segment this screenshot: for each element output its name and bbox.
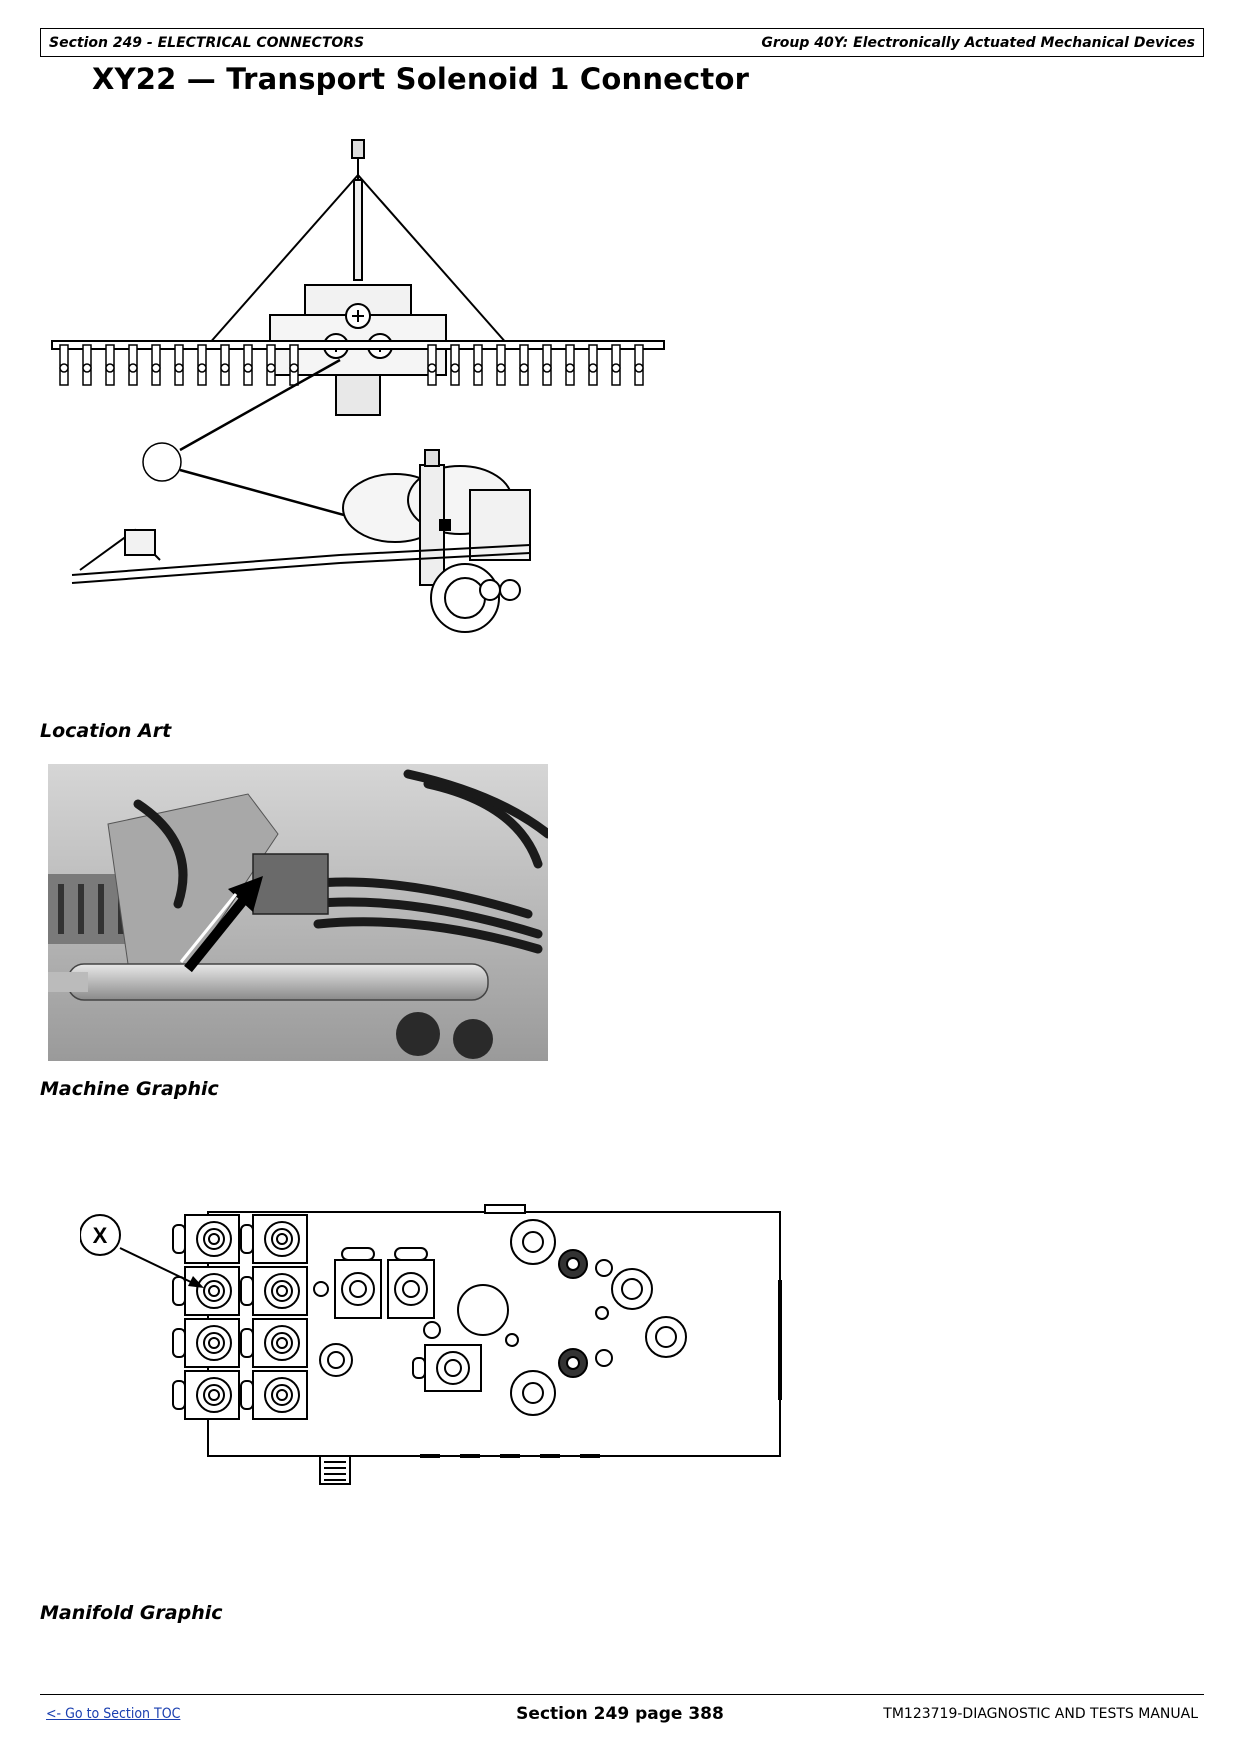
callout-x-label: X bbox=[93, 1223, 108, 1248]
callout-x-circle bbox=[80, 1214, 121, 1256]
machine-graphic-caption: Machine Graphic bbox=[40, 1078, 219, 1100]
footer-divider bbox=[40, 1694, 1204, 1695]
page-header: Section 249 - ELECTRICAL CONNECTORS Grou… bbox=[40, 28, 1204, 57]
section-label: Section 249 - ELECTRICAL CONNECTORS bbox=[49, 35, 365, 51]
manual-id: TM123719-DIAGNOSTIC AND TESTS MANUAL bbox=[883, 1706, 1198, 1722]
group-label: Group 40Y: Electronically Actuated Mecha… bbox=[761, 35, 1195, 51]
page-title: XY22 — Transport Solenoid 1 Connector bbox=[92, 62, 750, 96]
location-art-figure bbox=[51, 139, 665, 633]
page-number: Section 249 page 388 bbox=[516, 1704, 724, 1724]
machine-graphic-photo bbox=[48, 764, 548, 1061]
toc-link[interactable]: <- Go to Section TOC bbox=[46, 1706, 181, 1722]
manifold-graphic-caption: Manifold Graphic bbox=[40, 1602, 223, 1624]
manifold-graphic-figure: X bbox=[80, 1204, 782, 1485]
location-art-caption: Location Art bbox=[40, 720, 172, 742]
